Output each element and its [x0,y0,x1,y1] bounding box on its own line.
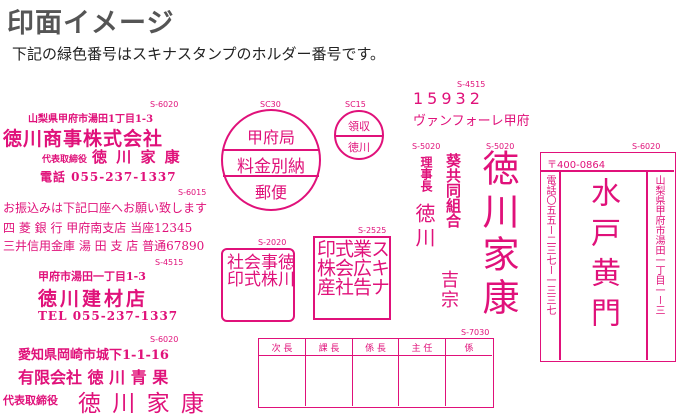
stamp-bottom-text: 郵便 [254,183,287,202]
stamp-phone: 電話 055-237-1337 [40,170,177,184]
stamp-building: ヴァンフォーレ甲府 [413,114,530,129]
stamp-square: スキナ 業広告 式会社 印株産 [313,236,391,320]
stamp-name: 水戸黄門 [585,177,620,337]
table-header: 次 長 [271,344,293,354]
stamp-company: 有限会社 徳 川 青 果 [18,368,169,387]
stamp-phone: TEL 055-237-1337 [38,309,179,323]
stamp-code: S-6020 [150,335,179,344]
stamp-column: 徳川 [274,253,294,287]
divider [352,339,353,406]
stamp-name: 徳 川 家 康 [92,148,182,166]
stamp-circle-large: 甲府局 料金別納 郵便 [221,109,321,211]
stamp-column: 社印 [223,253,243,287]
stamp-code: S-4515 [155,258,184,267]
stamp-code: S-7030 [461,328,490,337]
divider [305,339,306,406]
divider [559,170,561,360]
stamp-code: S-5020 [412,142,441,151]
stamp-postal: 〒400-0864 [547,160,606,171]
approval-table: 次 長 課 長 係 長 主 任 係 [258,338,494,408]
stamp-top-text: 甲府局 [246,128,295,147]
stamp-bank-note: お振込みは下記口座へお願い致します [3,201,208,215]
stamp-role: 理事長 [419,156,433,192]
stamp-bottom-text: 徳川 [348,141,370,154]
divider [259,355,492,356]
table-header: 係 [464,344,474,354]
stamp-circle-small: 領収 徳川 [334,110,384,160]
divider [398,339,399,406]
divider [336,135,382,137]
stamp-middle-text: 料金別納 [237,157,305,177]
stamp-top-text: 領収 [348,120,370,133]
divider [223,175,319,177]
divider [445,339,446,406]
stamp-column: 事株 [257,253,277,287]
stamp-name-large: 徳川家康 [476,149,519,321]
divider [541,170,674,172]
divider [646,170,648,360]
stamp-address: 甲府市湯田一丁目1-3 [38,270,146,283]
stamp-title-label: 代表取締役 [42,155,88,165]
stamp-vertical-frame: 〒400-0864 山梨県甲府市湯田一丁目一ー三 電話〇五五ー二三七ー一三三七 … [540,152,676,362]
stamp-code: S-6015 [178,188,207,197]
stamp-column: 印株産 [314,239,336,296]
stamp-column: 式会社 [332,239,354,296]
stamp-code: S-2020 [258,238,287,247]
stamp-code: S-2525 [358,226,387,235]
stamp-code: S-5020 [486,142,515,151]
table-header: 主 任 [411,344,433,354]
stamp-company: 徳川建材店 [38,288,149,310]
stamp-code: S-6020 [150,100,179,109]
stamp-title-label: 代表取締役 [3,394,58,407]
stamp-code: SC30 [260,100,281,109]
stamp-bank-line: 四 菱 銀 行 甲府南支店 当座12345 [3,221,193,235]
stamp-column: 会式 [240,253,260,287]
stamp-phone: 電話〇五五ー二三七ー一三三七 [544,175,555,315]
stamp-column: スキナ [368,239,390,296]
stamp-column: 業広告 [350,239,372,296]
stamp-code: S-4515 [457,80,486,89]
table-header: 課 長 [318,344,340,354]
table-header: 係 長 [365,344,386,354]
stamp-code: S-6020 [632,142,661,151]
page-title: 印面イメージ [7,8,175,39]
stamp-address: 愛知県岡崎市城下1-1-16 [18,348,169,363]
stamp-number: 15932 [413,89,484,108]
stamp-address: 山梨県甲府市湯田1丁目1-3 [28,114,154,125]
stamp-name: 徳川 [412,203,436,251]
stamp-square: 徳川 事株 会式 社印 [221,248,295,322]
stamp-bank-line: 三井信用金庫 湯 田 支 店 普通67890 [3,239,205,253]
stamp-name: 吉宗 [438,270,459,310]
stamp-company: 徳川商事株式会社 [3,128,164,150]
stamp-address: 山梨県甲府市湯田一丁目一ー三 [653,175,664,315]
stamp-org: 葵共同組合 [444,153,462,228]
page-subtitle: 下記の緑色番号はスキナスタンプのホルダー番号です。 [12,45,386,63]
stamp-code: SC15 [345,100,366,109]
divider [223,149,319,151]
